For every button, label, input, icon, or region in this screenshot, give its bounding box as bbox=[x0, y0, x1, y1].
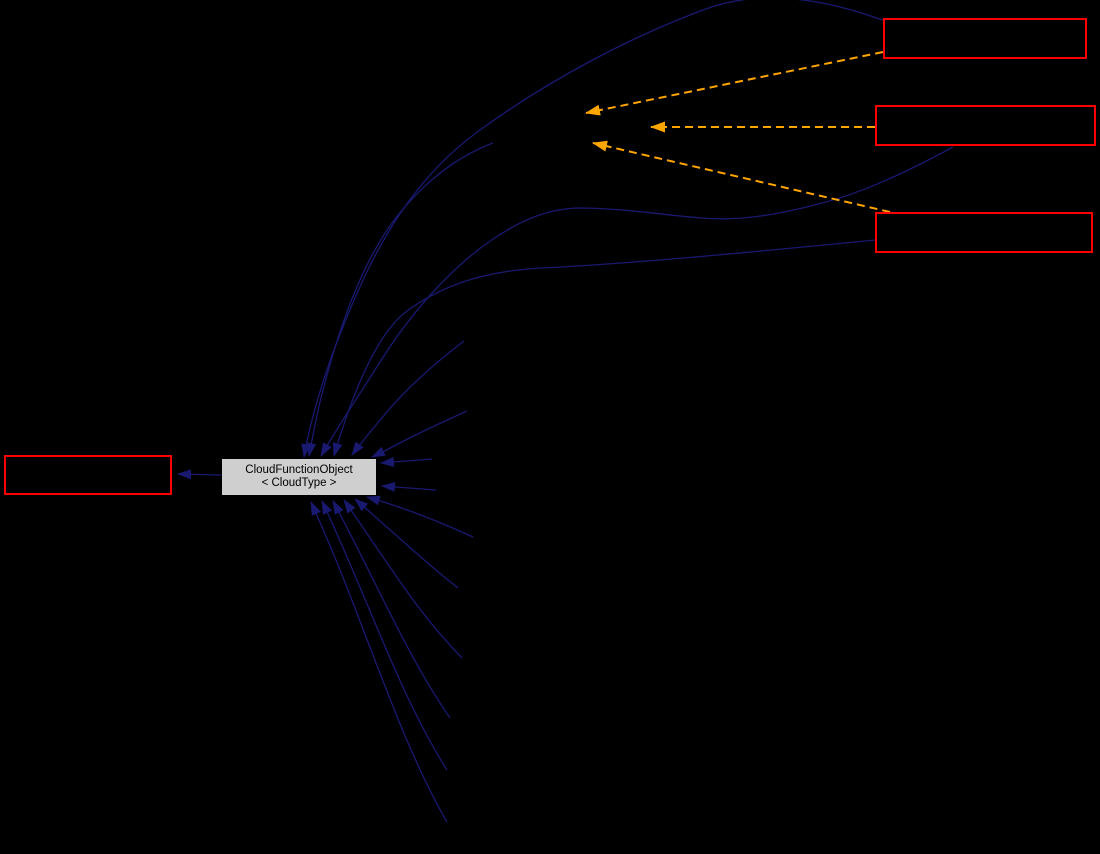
inheritance-edge-fan-3 bbox=[343, 499, 463, 659]
inheritance-edge-from-top-right-box bbox=[301, 0, 886, 458]
inheritance-edge-fan-1 bbox=[366, 495, 474, 538]
inheritance-edge-from-middle-right-box bbox=[320, 146, 954, 457]
inheritance-edges bbox=[177, 0, 954, 823]
related-class-box-top-right[interactable] bbox=[883, 18, 1087, 59]
template-edge-from-top-right-box bbox=[585, 51, 884, 116]
base-class-edge bbox=[177, 469, 222, 480]
current-class-name: CloudFunctionObject bbox=[245, 464, 353, 476]
inheritance-edge-fan-5 bbox=[321, 500, 448, 771]
template-edge-from-bottom-right-box bbox=[592, 140, 891, 213]
inheritance-edge-fan-2 bbox=[354, 498, 459, 589]
inheritance-edge-from-bottom-right-box bbox=[332, 239, 876, 457]
template-relation-edges bbox=[585, 51, 891, 213]
current-class-node: CloudFunctionObject < CloudType > bbox=[221, 458, 377, 496]
current-class-template-param: < CloudType > bbox=[261, 477, 337, 489]
inheritance-edge-from-hidden-node-mid-b bbox=[371, 410, 468, 458]
inheritance-edge-from-hidden-node-right-a bbox=[380, 456, 433, 467]
related-class-box-middle-right[interactable] bbox=[875, 105, 1096, 146]
base-class-box-left[interactable] bbox=[4, 455, 172, 495]
inheritance-edge-fan-4 bbox=[332, 500, 451, 719]
inheritance-edge-from-hidden-node-upper bbox=[306, 142, 494, 457]
related-class-box-bottom-right[interactable] bbox=[875, 212, 1093, 253]
inheritance-edge-fan-6 bbox=[310, 501, 448, 823]
inheritance-edge-from-hidden-node-right-b bbox=[381, 481, 437, 492]
inheritance-edge-from-hidden-node-mid-a bbox=[351, 340, 465, 456]
